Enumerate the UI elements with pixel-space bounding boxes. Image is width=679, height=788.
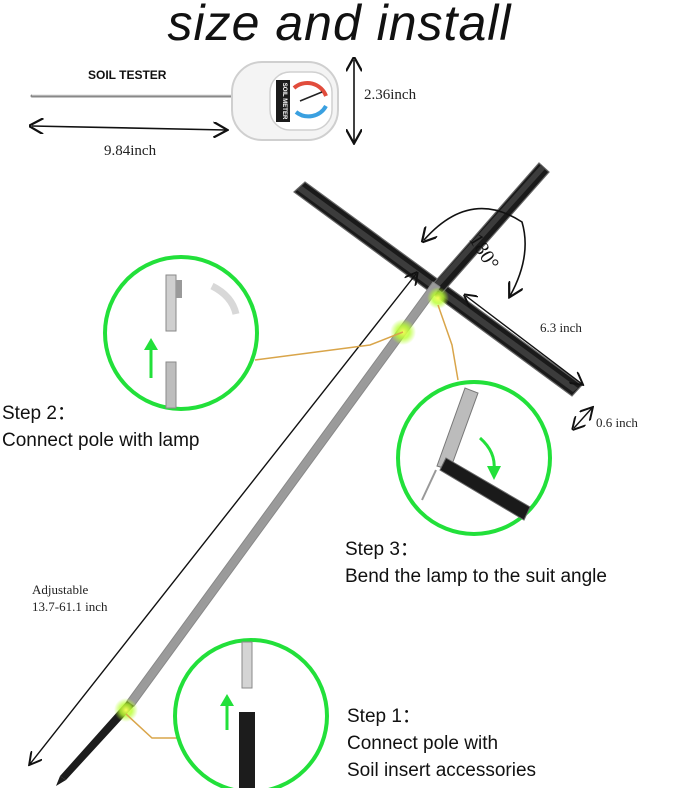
adjustable-label: Adjustable [32,582,89,597]
pole-length-arrow [30,274,416,764]
step1-block: Step 1： Connect pole with Soil insert ac… [347,703,536,784]
soil-tester-illustration: SOIL METER [30,61,339,141]
step1-line1: Connect pole with [347,733,499,754]
lamp-width-label: 0.6 inch [596,415,638,430]
connector-step2 [254,331,404,361]
step3-block: Step 3： Bend the lamp to the suit angle [345,536,607,590]
step3-line1: Bend the lamp to the suit angle [345,566,607,587]
page-title: size and install [167,0,512,51]
detail-circle-step3 [396,380,552,536]
glow-point-spike [114,698,138,722]
detail-circle-step2 [103,255,259,411]
tester-length-label: 9.84inch [104,143,157,159]
soil-tester-label: SOIL TESTER [88,68,167,82]
lamp-cross [293,162,583,397]
adjustable-range-label: 13.7-61.1 inch [32,599,108,614]
detail-circle-step1 [173,638,329,788]
step2-heading: Step 2： [2,403,76,424]
tester-length-arrow [32,126,226,130]
rotation-arc [424,207,526,296]
step2-line1: Connect pole with lamp [2,430,200,451]
step3-heading: Step 3： [345,539,419,560]
glow-point-lamp [427,287,449,309]
step2-block: Step 2： Connect pole with lamp [2,400,200,454]
lamp-length-arrow [466,296,582,384]
connector-step1 [125,713,180,739]
step1-line2: Soil insert accessories [347,760,537,781]
step1-heading: Step 1： [347,706,421,727]
lamp-width-arrow [574,408,592,428]
tester-needle [299,91,323,102]
connector-step3 [437,304,459,381]
tester-meter-label: SOIL METER [281,83,287,120]
lamp-length-label: 6.3 inch [540,320,582,335]
tester-height-label: 2.36inch [364,87,417,103]
